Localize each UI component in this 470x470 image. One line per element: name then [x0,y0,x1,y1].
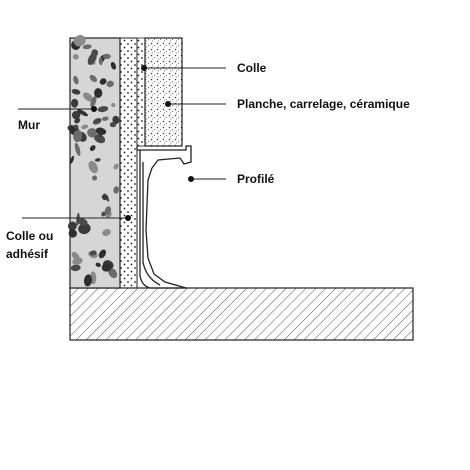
wall-stone [101,263,112,272]
wall-stone [73,124,79,129]
wall-stone [95,127,107,135]
wall-stone [87,128,98,138]
dot-planche [165,101,171,107]
wall-stone [108,268,118,279]
wall-stone [72,257,83,265]
wall-stone [76,212,80,226]
glue-layer [136,37,146,147]
wall-stone [112,115,120,125]
wall-stone [67,221,77,231]
wall-stone [71,88,81,95]
wall-stone [99,78,107,85]
wall-stone [94,88,103,98]
wall-stone [106,80,114,88]
wall-stone [90,96,97,108]
wall-stone [102,229,111,236]
wall-stone [70,264,81,272]
wall-stone [89,145,96,152]
dot-colle-ou [125,215,131,221]
wall-stone [77,218,88,226]
wall-stone [95,262,101,267]
wall-stone [71,110,81,120]
dot-profile [188,176,194,182]
wall-stone [73,75,79,85]
wall-stone [83,274,93,287]
wall [67,35,121,289]
wall-stone [74,117,81,124]
wall-stone [98,249,107,259]
wall-stone [88,160,98,174]
wall-stone [94,158,101,162]
floor-slab [69,287,414,341]
wall-stone [70,98,79,108]
profile-piece [136,145,192,289]
wall-stone [68,229,77,238]
label-profile: Profilé [237,172,275,186]
wall-stone [101,211,106,217]
wall-stone [97,106,109,113]
wall-stone [111,102,116,108]
wall-stone [102,53,111,60]
label-mur: Mur [18,118,40,132]
wall-stone [101,116,109,121]
wall-stone [89,250,97,256]
wall-stone [77,109,88,117]
wall-stone [72,54,79,60]
wall-stone [113,186,120,194]
wall-stone [74,142,81,156]
wall-stone [73,129,83,143]
wall-stone [110,61,117,70]
wall-stone [82,44,92,50]
wall-stone [81,124,89,130]
wall-stone [89,74,98,83]
label-colle-ou-line2: adhésif [6,247,49,261]
leader-dots [91,65,194,221]
wall-stone [109,122,117,128]
wall-stone [92,118,102,125]
wall-stone [83,92,93,102]
wall-stone [87,52,97,65]
leader-lines [18,67,226,219]
wall-stone [69,155,75,164]
wall-stone [104,206,112,215]
wall-stone [94,134,106,144]
wall-stone [73,35,86,47]
label-planche: Planche, carrelage, céramique [237,97,410,111]
wall-stone [113,163,119,170]
wall-stone [98,57,103,66]
tile [144,37,183,147]
wall-stone [92,175,98,181]
label-colle-ou-line1: Colle ou [6,229,53,243]
label-colle: Colle [237,61,267,75]
dot-mur [91,106,97,112]
wall-stone [101,194,109,201]
wall-stone [78,223,91,235]
adhesive-layer [119,37,138,289]
dot-colle [141,65,147,71]
